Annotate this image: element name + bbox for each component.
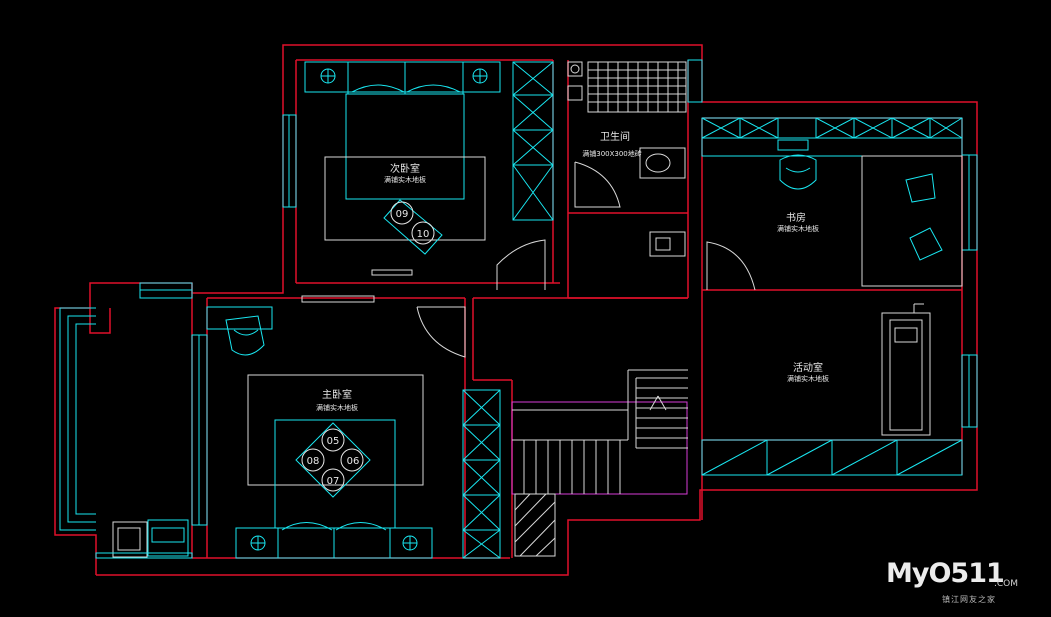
study-floor: 满铺实木地板 xyxy=(777,224,819,233)
marker-06: 06 xyxy=(347,456,360,467)
marker-05: 05 xyxy=(327,436,340,447)
marker-10: 10 xyxy=(417,229,430,240)
activity-room-label: 活动室 xyxy=(793,361,823,374)
site-logo: MyO511 .COM 镇江网友之家 xyxy=(872,558,1032,608)
marker-09: 09 xyxy=(396,209,409,220)
marker-08: 08 xyxy=(307,456,320,467)
bathroom-fixtures xyxy=(567,61,687,257)
activity-room-floor: 满铺实木地板 xyxy=(787,374,829,383)
windows xyxy=(59,59,978,531)
walls xyxy=(54,44,978,576)
logo-wordmark: MyO511 xyxy=(886,558,1005,589)
elevation-markers: 05 06 07 08 09 10 xyxy=(295,199,443,498)
master-bedroom-furniture xyxy=(95,295,501,559)
doors xyxy=(416,161,756,358)
logo-subtitle: 镇江网友之家 xyxy=(942,595,996,604)
second-bedroom-label: 次卧室 xyxy=(390,162,420,175)
logo-suffix: .COM xyxy=(994,579,1018,589)
marker-07: 07 xyxy=(327,476,340,487)
second-bedroom-floor: 满铺实木地板 xyxy=(384,175,426,184)
room-labels: 次卧室 满铺实木地板 卫生间 满铺300X300地砖 书房 满铺实木地板 主卧室… xyxy=(316,130,829,412)
activity-room-furniture xyxy=(701,303,963,476)
staircase xyxy=(511,369,688,557)
master-bedroom-label: 主卧室 xyxy=(322,388,352,401)
second-bedroom-furniture xyxy=(304,61,554,276)
master-bedroom-floor: 满铺实木地板 xyxy=(316,403,358,412)
bathroom-label: 卫生间 xyxy=(600,130,630,143)
bathroom-floor: 满铺300X300地砖 xyxy=(582,149,642,158)
study-label: 书房 xyxy=(786,211,806,224)
study-furniture xyxy=(701,117,963,287)
